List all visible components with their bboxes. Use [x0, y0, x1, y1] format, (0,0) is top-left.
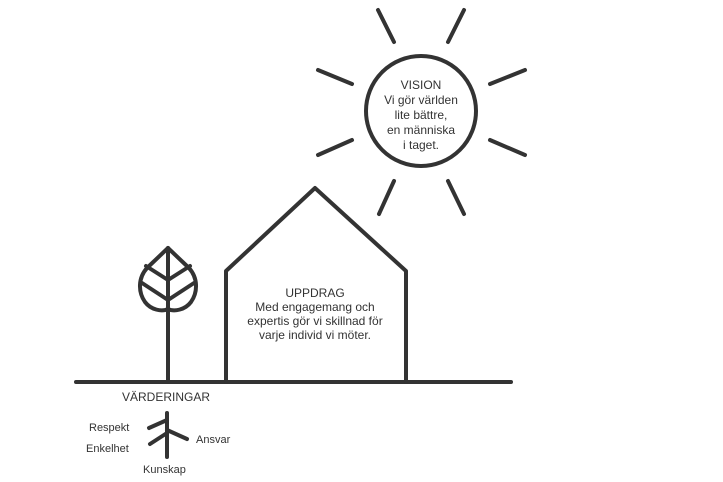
- vision-line: Vi gör världen: [384, 93, 458, 107]
- mission-title: UPPDRAG: [285, 286, 345, 300]
- mission-line: varje individ vi möter.: [258, 328, 372, 342]
- tree-icon: [138, 246, 198, 384]
- mission-line: Med engagemang och: [255, 300, 375, 314]
- sun-rays: [316, 8, 527, 216]
- value-enkelhet: Enkelhet: [86, 443, 129, 455]
- roots-icon: [147, 411, 189, 459]
- vision-text: VISION Vi gör världen lite bättre, en mä…: [361, 78, 481, 153]
- sun-disc: [364, 54, 478, 168]
- mission-text: UPPDRAG Med engagemang och expertis gör …: [225, 286, 405, 342]
- value-kunskap: Kunskap: [143, 464, 186, 476]
- value-ansvar: Ansvar: [196, 434, 231, 446]
- house-icon: [224, 186, 408, 384]
- vision-line: en människa: [386, 123, 456, 137]
- vision-line: lite bättre,: [394, 108, 448, 122]
- vision-line: i taget.: [402, 138, 440, 152]
- value-respekt: Respekt: [89, 422, 130, 434]
- sun-icon: [316, 8, 527, 216]
- mission-line: expertis gör vi skillnad för: [247, 314, 383, 328]
- values-title: VÄRDERINGAR: [122, 390, 211, 404]
- vision-title: VISION: [400, 78, 442, 92]
